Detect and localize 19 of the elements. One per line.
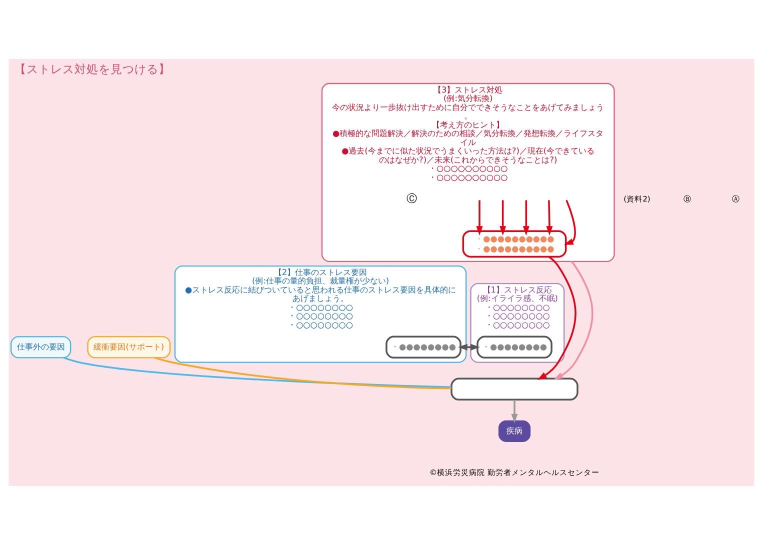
node-box: 緩衝要因(サポート)	[87, 336, 171, 358]
diagram-title: 【ストレス対処を見つける】	[14, 62, 171, 76]
node-box: ・●●●●●●●●	[476, 335, 552, 358]
label: Ⓒ	[406, 192, 418, 205]
arrow	[546, 200, 553, 235]
arrow	[564, 199, 576, 244]
arrow	[476, 200, 483, 235]
node-box: 疾病	[498, 420, 531, 442]
node-box	[450, 377, 578, 400]
node-box: ・●●●●●●●●	[386, 335, 462, 358]
arrow	[537, 256, 576, 380]
connector	[63, 356, 452, 388]
connector	[154, 356, 452, 389]
node-box: ・●●●●●●●●●● ・●●●●●●●●●●	[462, 230, 567, 258]
arrow	[554, 260, 594, 380]
node-box: 仕事外の要因	[10, 336, 72, 358]
arrow	[500, 200, 506, 235]
arrow	[522, 200, 530, 235]
arrow	[511, 399, 518, 423]
